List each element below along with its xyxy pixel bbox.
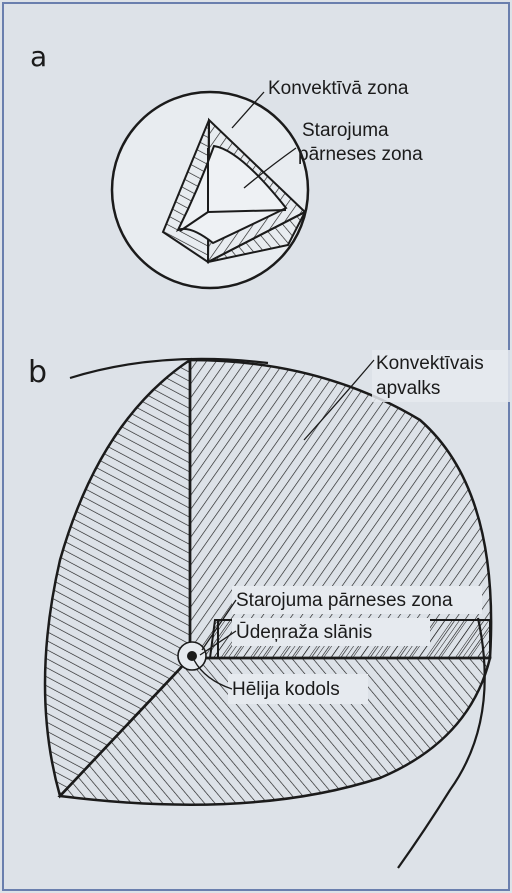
label-konvektivais: Konvektīvais bbox=[376, 353, 484, 374]
helium-core-dot bbox=[187, 651, 197, 661]
label-starojuma-a-1: Starojuma bbox=[302, 120, 389, 141]
label-apvalks: apvalks bbox=[376, 378, 440, 399]
panel-a-letter: a bbox=[30, 40, 47, 73]
label-helija-kodols: Hēlija kodols bbox=[232, 679, 340, 700]
panel-b-letter: b bbox=[28, 355, 47, 390]
panel-a: a Konvektīvā zona Starojuma pārneses zon… bbox=[30, 40, 423, 288]
label-starojuma-parneses-zona: Starojuma pārneses zona bbox=[236, 590, 453, 611]
label-konvektiva-zona: Konvektīvā zona bbox=[268, 78, 409, 99]
label-udenraza-slanis: Ūdeņraža slānis bbox=[236, 622, 372, 643]
label-starojuma-a-2: pārneses zona bbox=[298, 144, 423, 165]
panel-b: b Konvektīvais apvalks Starojuma pārnese… bbox=[28, 350, 510, 868]
